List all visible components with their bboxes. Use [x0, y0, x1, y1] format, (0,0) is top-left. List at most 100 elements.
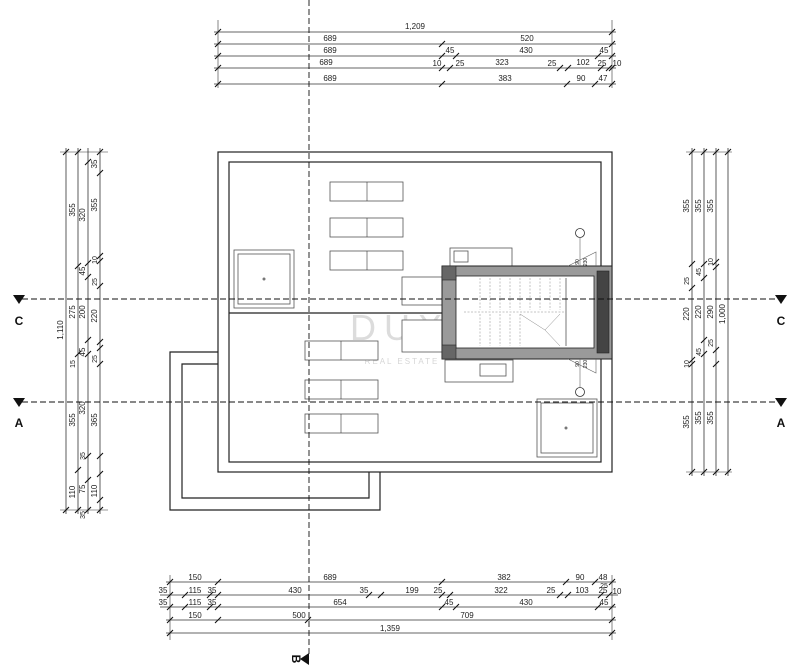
- bottom-dim-150-a: 150: [188, 573, 202, 582]
- top-dimensions: 1,209 689 520 689 45 430 45 689 10 25 32…: [214, 20, 622, 88]
- bottom-dim-322: 322: [494, 586, 508, 595]
- left-dim-110-b: 110: [90, 484, 99, 497]
- section-c-arrow-left: [13, 295, 25, 304]
- bottom-dim-35-c: 35: [360, 586, 369, 595]
- left-dim-110-a: 110: [68, 485, 77, 498]
- section-c-arrow-right: [775, 295, 787, 304]
- left-dim-355-a: 355: [68, 203, 77, 217]
- left-dim-355-b: 355: [68, 413, 77, 427]
- section-c-label-left: C: [15, 314, 24, 328]
- section-c-label-right: C: [777, 314, 786, 328]
- section-b-label: B: [289, 655, 303, 664]
- section-b-arrow: [300, 653, 309, 665]
- bottom-dim-115-b: 115: [189, 598, 202, 607]
- watermark-tagline: REAL ESTATE: [365, 357, 440, 366]
- lounger-4: [304, 340, 379, 361]
- bottom-dim-150-b: 150: [188, 611, 202, 620]
- top-dim-520: 520: [520, 34, 534, 43]
- top-dim-383: 383: [498, 74, 512, 83]
- top-dim-323: 323: [495, 58, 509, 67]
- left-dimensions: 1,110 355 275 355 110 320 45 200 45 320 …: [56, 148, 108, 519]
- staircase: 90 230 230 90: [441, 228, 613, 397]
- bottom-dim-25-c: 25: [599, 586, 608, 595]
- bottom-dim-689: 689: [323, 573, 337, 582]
- bottom-dimensions: 150 689 382 90 48 25 35 115 35 430 35 19…: [159, 573, 622, 640]
- section-lines: C C A A B: [13, 0, 787, 665]
- left-dim-15: 15: [70, 360, 77, 368]
- stair-label-90-bottom: 90: [575, 361, 581, 367]
- top-dim-25-a: 25: [456, 59, 465, 68]
- lounger-2: [329, 217, 404, 238]
- lounger-6: [304, 413, 379, 434]
- roof-openings: [401, 247, 514, 383]
- right-dim-25-a: 25: [684, 277, 691, 285]
- right-dim-355-c: 355: [694, 199, 703, 213]
- top-dim-689-b: 689: [323, 46, 337, 55]
- bottom-dim-48: 48: [599, 573, 608, 582]
- stair-label-90-top: 90: [575, 259, 581, 265]
- bottom-dim-199: 199: [405, 586, 419, 595]
- bottom-dim-430-a: 430: [288, 586, 302, 595]
- right-dim-10-a: 10: [684, 360, 691, 368]
- right-dim-355-a: 355: [682, 199, 691, 213]
- left-dim-355-c: 355: [90, 198, 99, 212]
- right-dim-355-d: 355: [694, 411, 703, 425]
- top-dim-25-b: 25: [548, 59, 557, 68]
- right-dim-355-e: 355: [706, 199, 715, 213]
- stair-label-230-top: 230: [583, 258, 589, 267]
- bottom-dim-115-a: 115: [189, 586, 202, 595]
- top-dim-10-a: 10: [433, 59, 442, 68]
- left-dim-35-c: 35: [80, 511, 87, 519]
- bottom-dim-35-d: 35: [159, 598, 168, 607]
- section-a-label-left: A: [15, 416, 24, 430]
- right-dim-total: 1,000: [718, 303, 727, 324]
- left-dim-total: 1,110: [56, 320, 65, 340]
- right-dim-10-b: 10: [708, 258, 715, 266]
- hot-tubs: [233, 249, 598, 458]
- bottom-dim-430-b: 430: [519, 598, 533, 607]
- top-dim-102: 102: [576, 58, 590, 67]
- left-dim-220: 220: [90, 309, 99, 323]
- left-dim-320-b: 320: [78, 401, 87, 415]
- right-dim-355-b: 355: [682, 415, 691, 429]
- left-dim-45-a: 45: [78, 266, 87, 275]
- top-dim-689-d: 689: [323, 74, 337, 83]
- left-dim-75: 75: [78, 484, 87, 493]
- right-dim-45-b: 45: [696, 348, 703, 356]
- bottom-dim-35-b: 35: [208, 586, 217, 595]
- top-dim-90: 90: [577, 74, 586, 83]
- top-dim-689-c: 689: [319, 58, 333, 67]
- left-dim-45-b: 45: [78, 347, 87, 356]
- right-dimensions: 355 25 220 10 355 355 45 220 45 355 355 …: [682, 148, 732, 476]
- lounger-1: [329, 181, 404, 202]
- left-dim-25-b: 25: [92, 355, 99, 363]
- bottom-dim-35-a: 35: [159, 586, 168, 595]
- top-dim-45-a: 45: [446, 46, 455, 55]
- left-dim-10: 10: [92, 256, 99, 264]
- section-a-arrow-right: [775, 398, 787, 407]
- top-dim-689-a: 689: [323, 34, 337, 43]
- left-dim-35-a: 35: [90, 159, 99, 168]
- bottom-dim-10: 10: [613, 587, 622, 596]
- left-dim-200: 200: [78, 305, 87, 319]
- section-a-label-right: A: [777, 416, 786, 430]
- bottom-dim-total: 1,359: [380, 624, 401, 633]
- top-dim-47: 47: [599, 74, 608, 83]
- bottom-dim-25-top: 25: [600, 583, 608, 590]
- right-dim-290: 290: [706, 305, 715, 319]
- top-dim-total: 1,209: [405, 22, 426, 31]
- right-dim-25-b: 25: [708, 339, 715, 347]
- right-dim-220-b: 220: [694, 305, 703, 319]
- left-dim-25-a: 25: [92, 278, 99, 286]
- bottom-dim-45-b: 45: [600, 598, 609, 607]
- right-dim-355-f: 355: [706, 411, 715, 425]
- lounger-5: [304, 379, 379, 400]
- left-dim-275: 275: [68, 305, 77, 319]
- lounger-3: [329, 250, 404, 271]
- left-dim-365: 365: [90, 413, 99, 427]
- right-dim-45-a: 45: [696, 268, 703, 276]
- bottom-dim-382: 382: [497, 573, 511, 582]
- bottom-dim-654: 654: [333, 598, 347, 607]
- bottom-dim-90: 90: [576, 573, 585, 582]
